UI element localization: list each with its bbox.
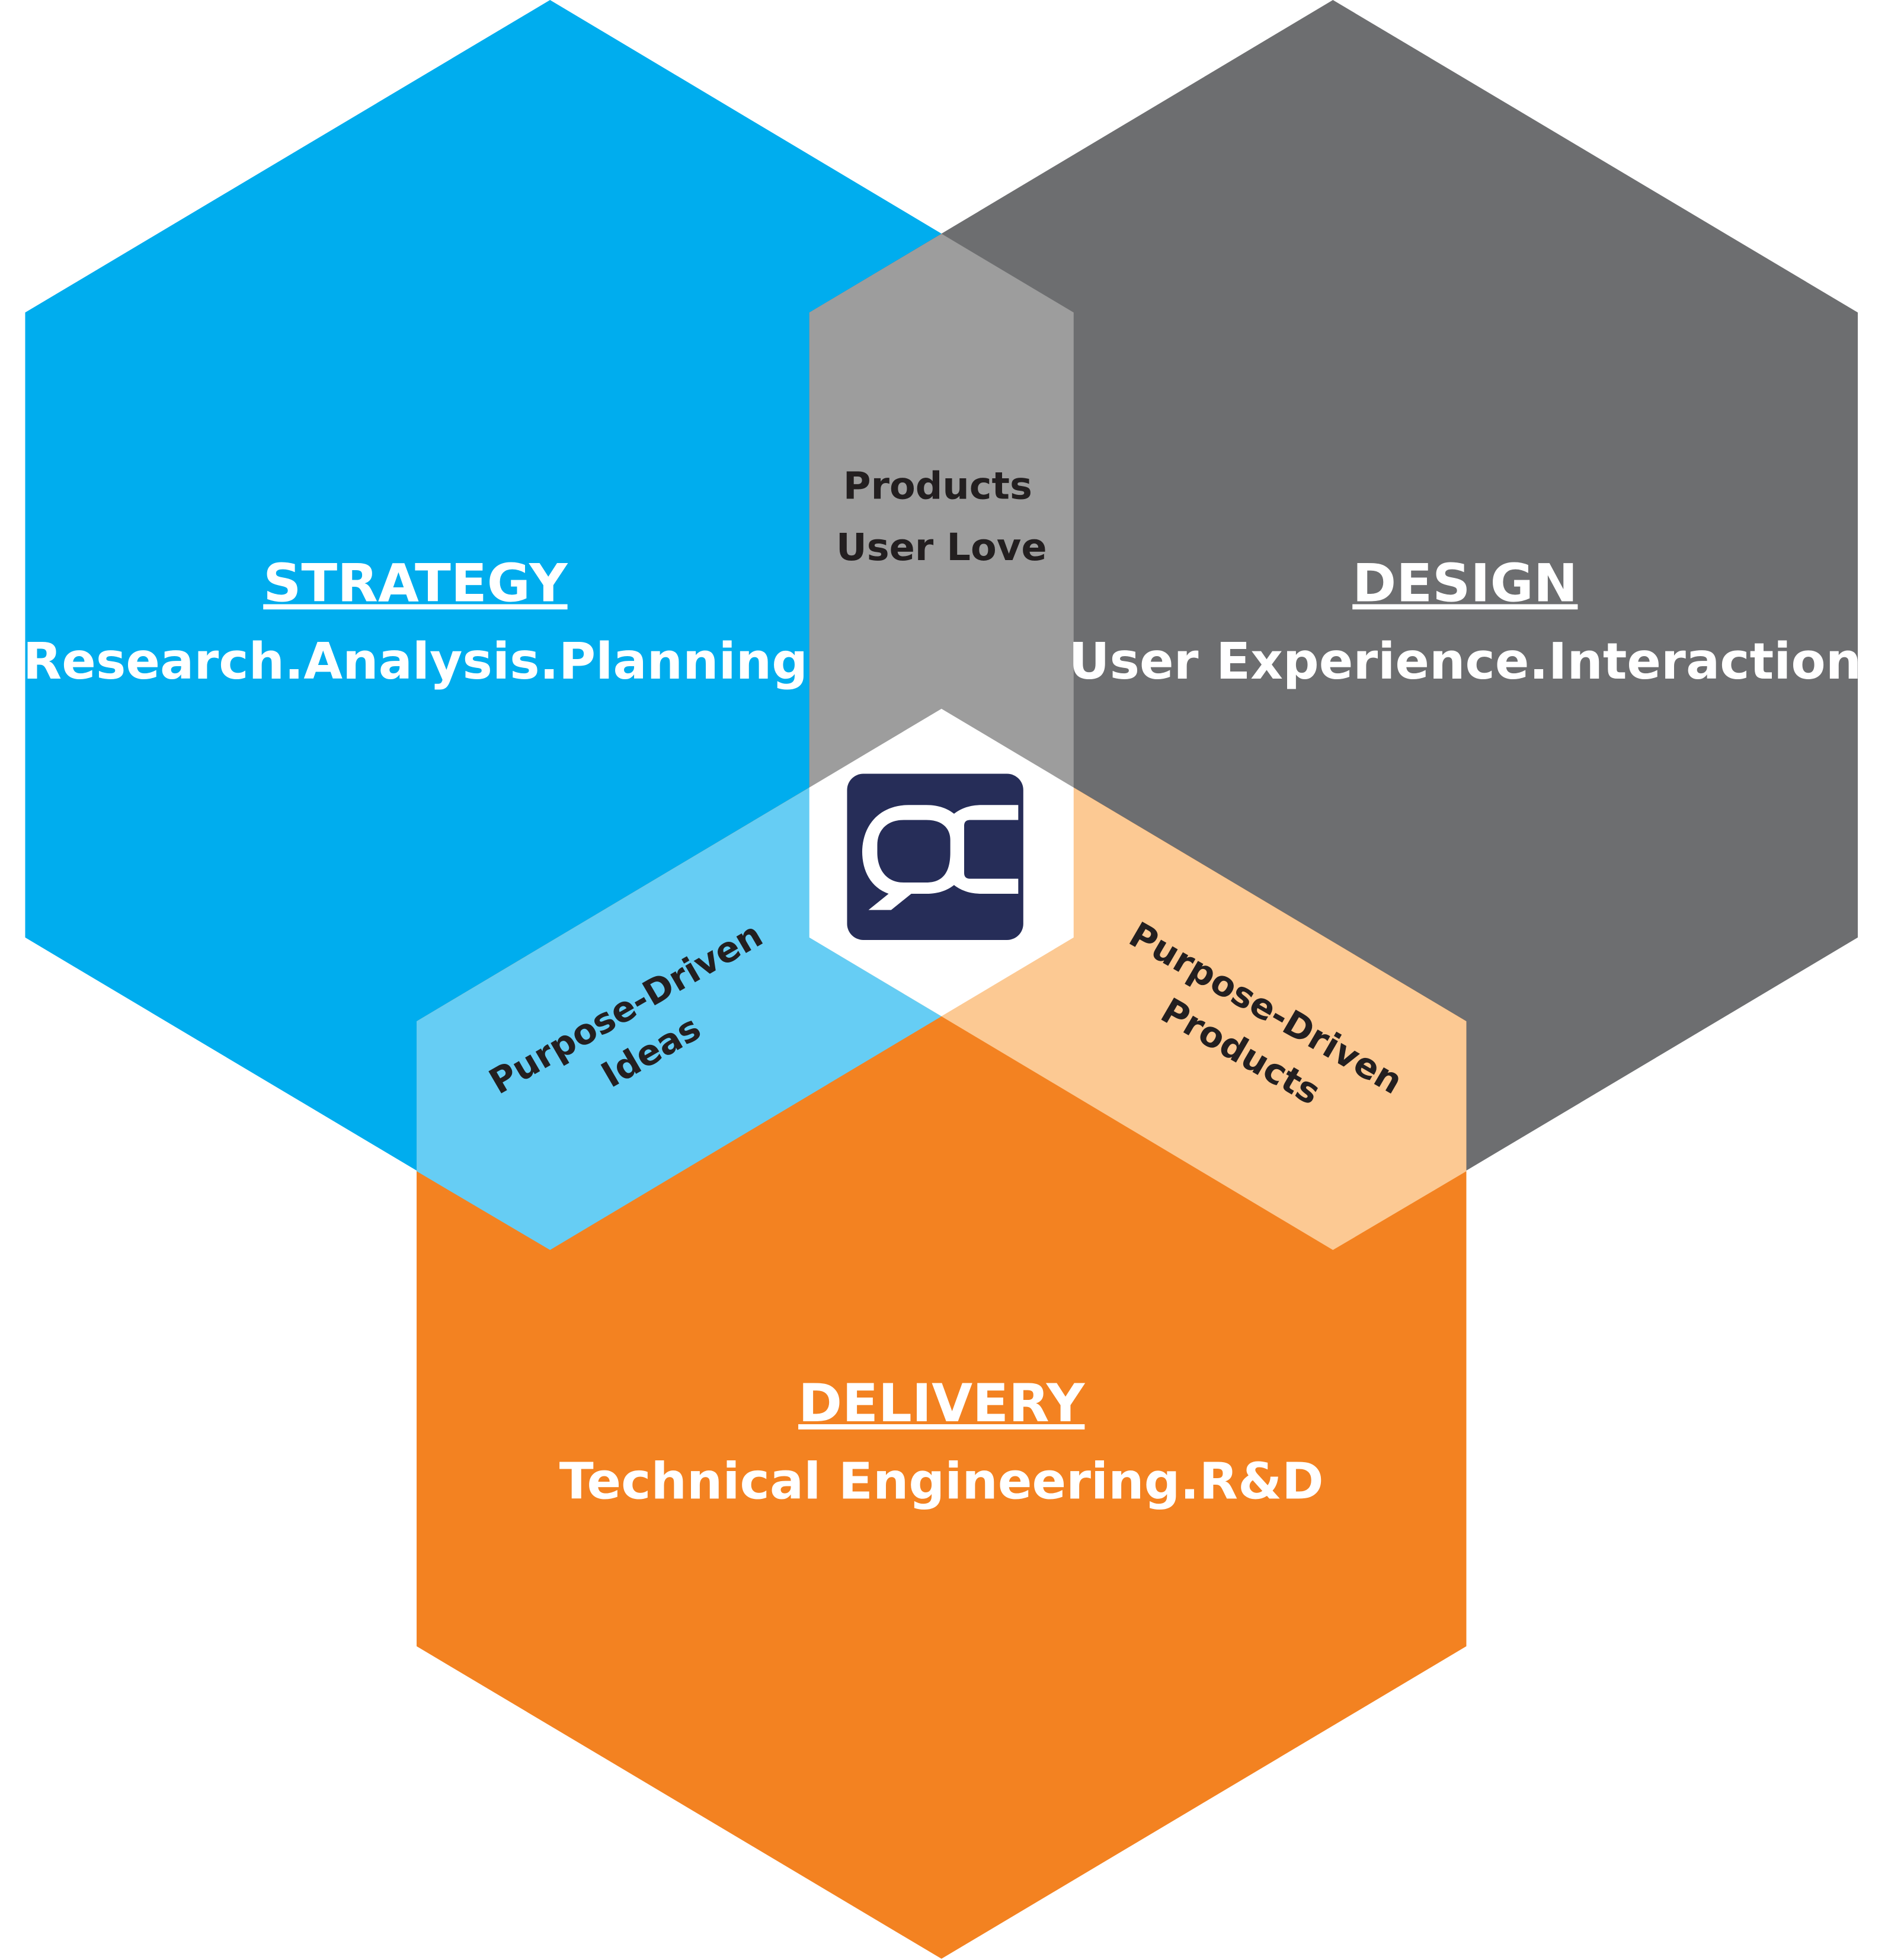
design-delivery-overlap: [809, 787, 1467, 1251]
strategy-delivery-overlap: [417, 787, 1074, 1251]
strategy-title: STRATEGY: [263, 552, 568, 614]
strategy-design-label-line1: Products: [843, 464, 1032, 508]
strategy-design-label-line2: User Love: [836, 525, 1047, 569]
qc-logo: [847, 773, 1023, 941]
delivery-title: DELIVERY: [798, 1372, 1086, 1434]
design-title: DESIGN: [1352, 552, 1577, 614]
design-subtitle: User Experience.Interaction: [1068, 632, 1861, 690]
strategy-subtitle: Research.Analysis.Planning: [23, 632, 808, 690]
delivery-subtitle: Technical Engineering.R&D: [559, 1452, 1324, 1511]
